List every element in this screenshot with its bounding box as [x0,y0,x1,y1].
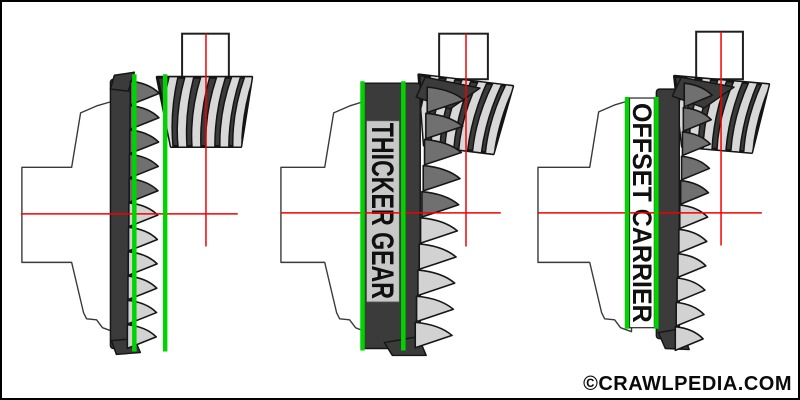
gear-tooth [681,131,711,157]
gear-tooth [426,86,466,114]
gear-tooth [414,321,454,349]
pinion-tooth-stripe [205,77,227,147]
carrier-outline [21,100,115,333]
gear-tooth [417,269,456,297]
pinion-tooth-stripe [742,82,769,154]
gear-tooth [421,190,460,218]
gear-tooth [678,204,709,230]
gear-top-cap [109,71,136,92]
gear-label-strip [366,120,401,303]
gear-tooth [683,82,713,108]
panel-offset-carrier: OFFSET CARRIER [536,30,770,352]
gear-teeth [414,86,466,349]
gear-tooth [424,138,463,166]
gear-tooth [418,243,458,271]
gear-tooth [676,252,707,279]
gear-tooth [416,295,455,323]
gear-tooth [679,179,709,206]
carrier-outline [280,100,367,333]
gear-tooth [675,301,705,327]
gear-tooth [420,217,459,244]
gear-tooth [126,299,158,325]
gear-tooth [680,155,710,181]
ring-gear: THICKER GEAR [362,76,481,357]
panel-thicker-gear: THICKER GEAR [280,32,515,357]
gear-tooth [675,277,706,303]
gear-plate [655,88,680,340]
gear-label: THICKER GEAR [365,123,401,299]
watermark: ©CRAWLPEDIA.COM [583,373,792,395]
ring-gear [655,76,735,352]
gear-tooth [682,106,712,132]
pinion-tooth-stripe [232,77,252,147]
panel-stock [20,32,254,356]
gear-tooth [425,112,464,140]
gear-tooth [126,323,158,350]
gear-tooth [677,228,708,254]
pinion-shaft [694,30,744,81]
gear-tooth [674,325,704,352]
pinion-tooth-stripe [176,77,195,147]
pinion-shaft [438,32,490,81]
pinion-tooth-stripe [219,77,242,147]
gear-teeth [674,82,713,352]
gear-tooth [422,164,462,192]
carrier-outline [536,99,632,333]
